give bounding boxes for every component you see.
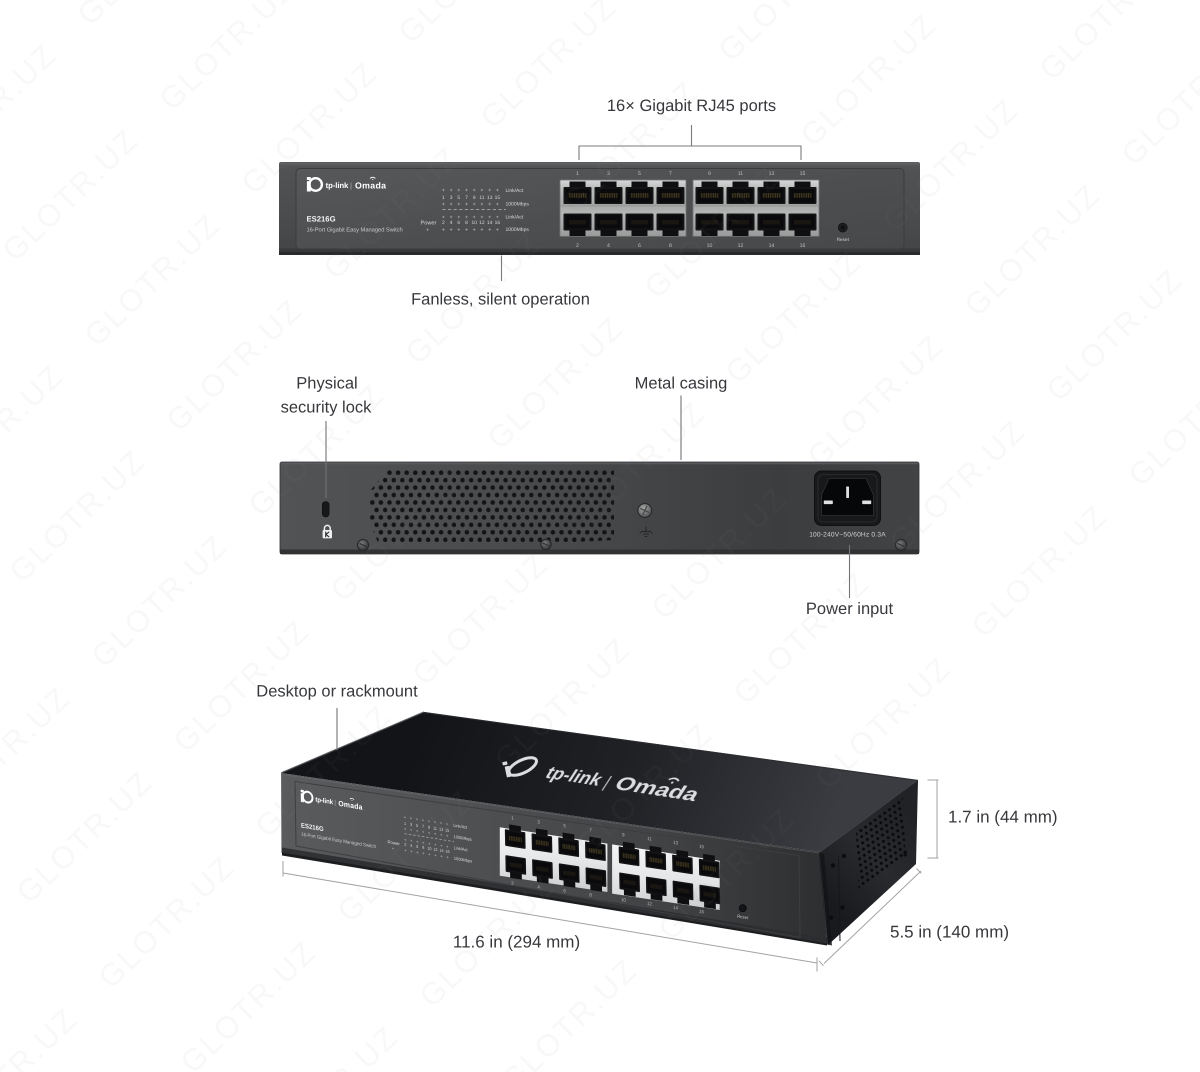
svg-text:GLOTR.UZ: GLOTR.UZ [10, 764, 160, 910]
svg-text:GLOTR.UZ: GLOTR.UZ [965, 498, 1115, 644]
svg-text:security lock: security lock [281, 399, 373, 417]
svg-text:5.5 in (140 mm): 5.5 in (140 mm) [890, 923, 1009, 942]
svg-text:Metal casing: Metal casing [635, 375, 728, 393]
svg-text:100-240V~50/60Hz 0.3A: 100-240V~50/60Hz 0.3A [809, 532, 886, 539]
svg-text:GLOTR.UZ: GLOTR.UZ [153, 0, 303, 117]
svg-text:GLOTR.UZ: GLOTR.UZ [1040, 262, 1190, 408]
svg-text:Fanless, silent operation: Fanless, silent operation [411, 291, 590, 309]
svg-text:GLOTR.UZ: GLOTR.UZ [3, 443, 153, 589]
svg-text:GLOTR.UZ: GLOTR.UZ [727, 565, 877, 711]
svg-text:Power input: Power input [806, 600, 894, 618]
svg-text:11.6 in (294 mm): 11.6 in (294 mm) [453, 933, 580, 952]
svg-text:GLOTR.UZ: GLOTR.UZ [719, 244, 869, 390]
svg-text:GLOTR.UZ: GLOTR.UZ [92, 849, 242, 995]
svg-text:GLOTR.UZ: GLOTR.UZ [0, 122, 145, 268]
svg-text:GLOTR.UZ: GLOTR.UZ [1115, 26, 1200, 172]
svg-text:GLOTR.UZ: GLOTR.UZ [794, 7, 944, 153]
svg-text:GLOTR.UZ: GLOTR.UZ [0, 358, 70, 504]
svg-text:GLOTR.UZ: GLOTR.UZ [1122, 347, 1200, 493]
svg-text:GLOTR.UZ: GLOTR.UZ [392, 0, 542, 50]
svg-text:GLOTR.UZ: GLOTR.UZ [71, 0, 221, 32]
svg-text:1.7 in (44 mm): 1.7 in (44 mm) [948, 808, 1058, 827]
svg-text:16× Gigabit RJ45 ports: 16× Gigabit RJ45 ports [607, 97, 776, 115]
svg-text:Physical: Physical [296, 375, 357, 393]
svg-text:Reset: Reset [737, 914, 750, 921]
svg-text:GLOTR.UZ: GLOTR.UZ [1033, 0, 1183, 87]
svg-text:GLOTR.UZ: GLOTR.UZ [256, 1019, 406, 1072]
svg-text:GLOTR.UZ: GLOTR.UZ [712, 0, 862, 68]
svg-text:GLOTR.UZ: GLOTR.UZ [0, 680, 77, 826]
svg-text:Desktop or rackmount: Desktop or rackmount [256, 683, 418, 701]
svg-text:GLOTR.UZ: GLOTR.UZ [0, 1001, 84, 1072]
svg-text:GLOTR.UZ: GLOTR.UZ [801, 328, 951, 474]
svg-text:GLOTR.UZ: GLOTR.UZ [174, 934, 324, 1072]
svg-text:GLOTR.UZ: GLOTR.UZ [85, 528, 235, 674]
svg-text:GLOTR.UZ: GLOTR.UZ [406, 546, 556, 692]
svg-text:GLOTR.UZ: GLOTR.UZ [495, 952, 645, 1072]
svg-text:GLOTR.UZ: GLOTR.UZ [809, 650, 959, 796]
svg-text:GLOTR.UZ: GLOTR.UZ [951, 0, 1101, 2]
svg-text:GLOTR.UZ: GLOTR.UZ [481, 310, 631, 456]
svg-text:GLOTR.UZ: GLOTR.UZ [0, 37, 63, 183]
svg-text:GLOTR.UZ: GLOTR.UZ [474, 0, 624, 135]
svg-text:GLOTR.UZ: GLOTR.UZ [0, 916, 2, 1062]
svg-text:GLOTR.UZ: GLOTR.UZ [958, 177, 1108, 323]
svg-text:GLOTR.UZ: GLOTR.UZ [78, 207, 228, 353]
